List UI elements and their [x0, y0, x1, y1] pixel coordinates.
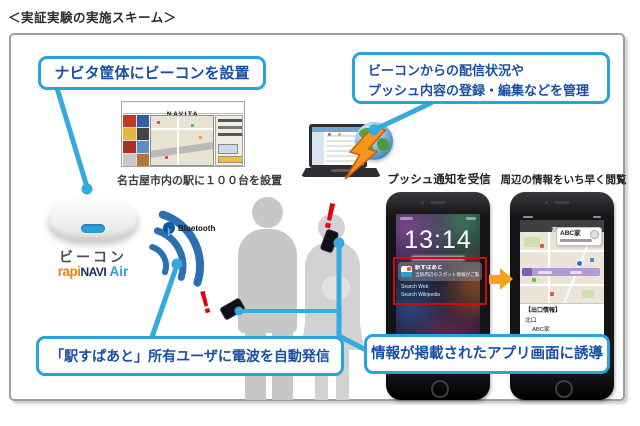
lightning-bolt-icon: [344, 125, 387, 180]
ekispert-app-icon: [401, 266, 412, 277]
notification-action-web: Search Web: [401, 284, 429, 290]
rapinavi-air-logo: rapiNAVI Air: [30, 263, 156, 281]
navita-brand-label: NAVITA: [167, 111, 199, 118]
callout-guide-text: 情報が掲載されたアプリ画面に誘導: [371, 346, 603, 362]
callout-manage-server: ビーコンからの配信状況や プッシュ内容の登録・編集などを管理: [352, 52, 610, 104]
beacon-label: ビーコン: [59, 249, 127, 265]
notification-title: 駅すぱあと: [415, 265, 443, 272]
laptop-base: [301, 168, 381, 177]
handbag: [322, 276, 350, 300]
callout-manage-line2: プッシュ内容の登録・編集などを管理: [368, 83, 590, 99]
poi-dot: [590, 258, 594, 262]
kiosk-map-panel: [150, 115, 214, 166]
logo-air: Air: [106, 264, 129, 279]
home-button: [555, 380, 573, 398]
map-callout-pin-icon: [590, 230, 599, 239]
park-area: [582, 290, 594, 298]
exit-info-heading: 【出口情報】: [525, 308, 562, 314]
navita-kiosk-header: NAVITA: [123, 103, 243, 118]
callout-install-text: ナビタ筐体にビーコンを設置: [54, 65, 250, 82]
station-dot: [576, 260, 583, 267]
poi-dot: [550, 292, 554, 296]
map-callout-subtext-blur: [560, 238, 592, 243]
callout-install-beacon: ナビタ筐体にビーコンを設置: [38, 56, 266, 90]
page-title: ＜実証実験の実施スキーム＞: [8, 11, 177, 25]
camera-dot: [545, 201, 548, 204]
map-callout-title: ABC家: [560, 230, 581, 237]
kiosk-caption: 名古屋市内の駅に１００台を設置: [117, 175, 282, 187]
callout-manage-line1: ビーコンからの配信状況や: [368, 63, 525, 78]
park-area: [524, 237, 540, 247]
push-notification-card: 駅すぱあと 当駅周辺のスポット情報がご覧になれます。: [398, 262, 482, 281]
speaker-slot: [430, 201, 446, 204]
bluetooth-logo-icon: ᛒ: [163, 222, 175, 237]
notification-highlight-box: 駅すぱあと 当駅周辺のスポット情報がご覧になれます。 Search Web Se…: [393, 257, 487, 305]
man-silhouette-body: [238, 229, 297, 333]
navita-kiosk: NAVITA: [121, 101, 245, 167]
poi-dot: [532, 278, 536, 282]
beacon-button: [81, 224, 105, 233]
status-bar-right: [466, 217, 476, 220]
callout-guide-app: 情報が掲載されたアプリ画面に誘導: [364, 334, 610, 374]
status-bar-left: [400, 217, 413, 220]
rail-line-band: [522, 268, 600, 276]
arrow-right-icon: [489, 268, 513, 290]
exit-info-line: ABC家: [532, 327, 550, 334]
notification-body: 当駅周辺のスポット情報がご覧になれます。: [415, 272, 479, 278]
map-callout: ABC家: [556, 227, 602, 246]
beacon-device: [48, 196, 138, 240]
logo-rapi: rapi: [57, 264, 81, 279]
poi-dot: [540, 244, 544, 248]
browse-caption: 周辺の情報をいち早く閲覧: [500, 174, 627, 186]
kiosk-info-panel: [215, 115, 243, 166]
home-button: [431, 380, 449, 398]
push-caption: プッシュ通知を受信: [387, 174, 491, 186]
camera-dot: [421, 201, 424, 204]
notification-action-wiki: Search Wikipedia: [401, 292, 440, 298]
bluetooth-label: Bluetooth: [178, 224, 216, 233]
kiosk-ad-panel: [123, 115, 149, 166]
status-strip: [520, 214, 604, 220]
lock-time: 13:14: [404, 226, 472, 254]
man-silhouette-head: [252, 197, 283, 228]
speaker-slot: [554, 201, 570, 204]
callout-broadcast-text: 「駅すぱあと」所有ユーザに電波を自動発信: [50, 348, 330, 364]
logo-navi: NAVI: [80, 265, 107, 279]
exit-info-line: 北口: [525, 317, 537, 324]
bluetooth-rune: ᛒ: [166, 227, 172, 237]
callout-broadcast: 「駅すぱあと」所有ユーザに電波を自動発信: [36, 336, 344, 376]
